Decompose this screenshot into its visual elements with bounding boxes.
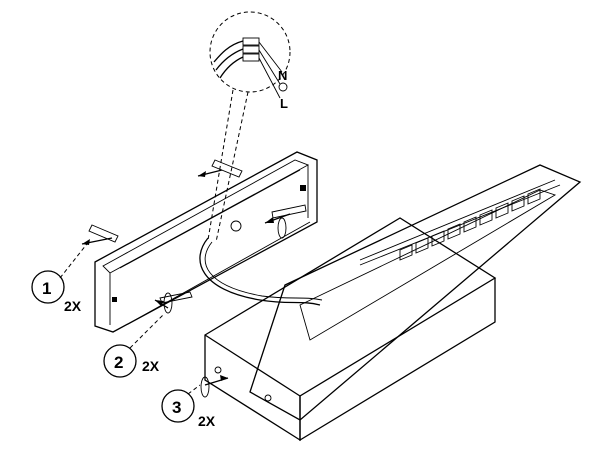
- earth-symbol-icon: [278, 82, 288, 92]
- cable: [199, 237, 321, 306]
- step-2-number: 2: [114, 353, 123, 372]
- step-3-number: 3: [172, 398, 181, 417]
- step-1-number: 1: [42, 279, 51, 298]
- detail-circle: [209, 11, 291, 93]
- step-1-quantity: 2X: [64, 298, 82, 314]
- step-3-callout: 3 2X: [161, 384, 216, 429]
- screws: [154, 204, 307, 314]
- step-2-callout: 2 2X: [103, 314, 164, 378]
- wall-plugs: [81, 159, 243, 245]
- step-3-quantity: 2X: [198, 413, 216, 429]
- step-1-callout: 1 2X: [31, 239, 91, 314]
- step-2-quantity: 2X: [142, 358, 160, 374]
- detail-leader-right: [215, 91, 249, 243]
- wiring-detail: N L: [207, 11, 291, 243]
- mounting-box: [94, 151, 323, 333]
- detail-leader-left: [207, 89, 234, 241]
- floodlight-fixture: [200, 164, 582, 442]
- live-label: L: [280, 96, 288, 111]
- terminal-block-icon: [213, 37, 283, 99]
- cooling-fins: [399, 188, 541, 261]
- neutral-label: N: [278, 68, 287, 83]
